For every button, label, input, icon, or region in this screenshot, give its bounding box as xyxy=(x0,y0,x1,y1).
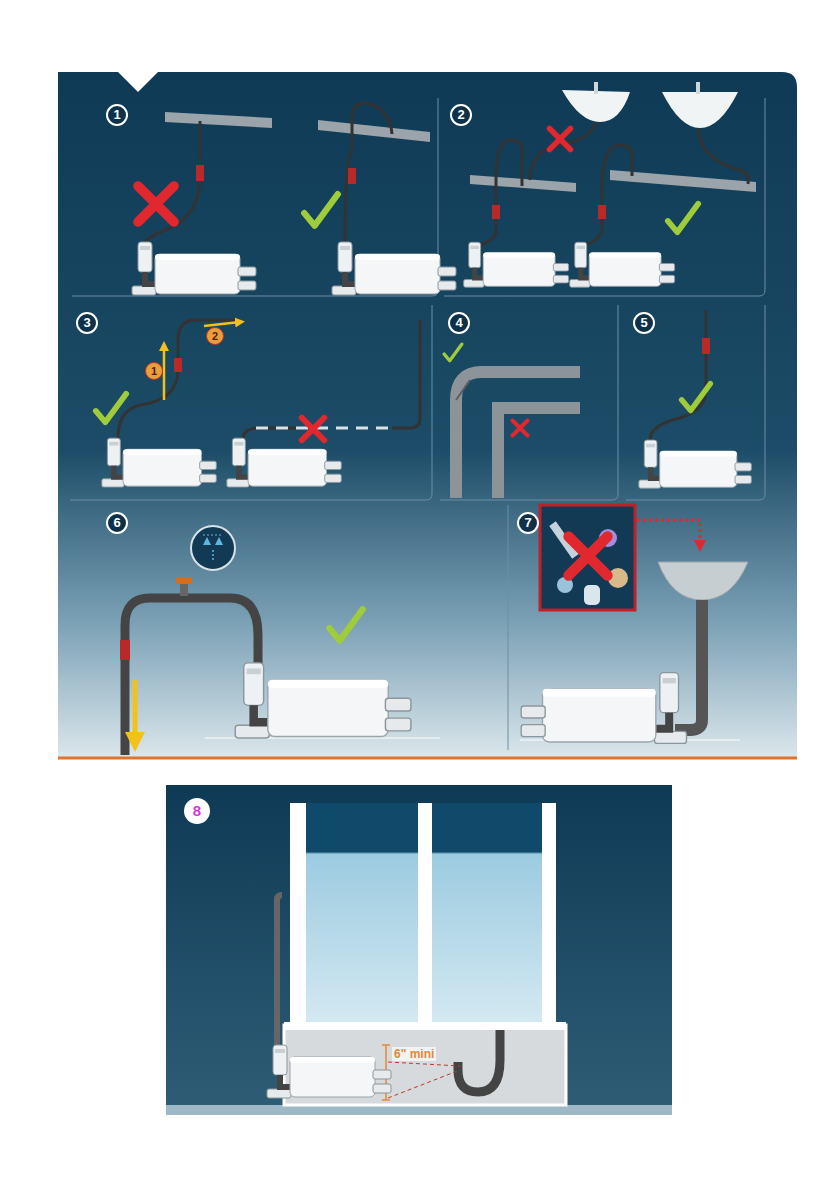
callout-number: 3 xyxy=(76,312,98,334)
callout-number: 4 xyxy=(448,312,470,334)
callout-number: 1 xyxy=(106,104,128,126)
arrow-number: 2 xyxy=(206,327,224,345)
callout-number: 7 xyxy=(517,512,539,534)
dimension-label: 6" mini xyxy=(392,1047,436,1061)
callout-number: 8 xyxy=(184,798,210,824)
callout-number: 2 xyxy=(450,104,472,126)
callout-number: 5 xyxy=(633,312,655,334)
arrow-number: 1 xyxy=(145,362,163,380)
callout-number: 6 xyxy=(106,512,128,534)
